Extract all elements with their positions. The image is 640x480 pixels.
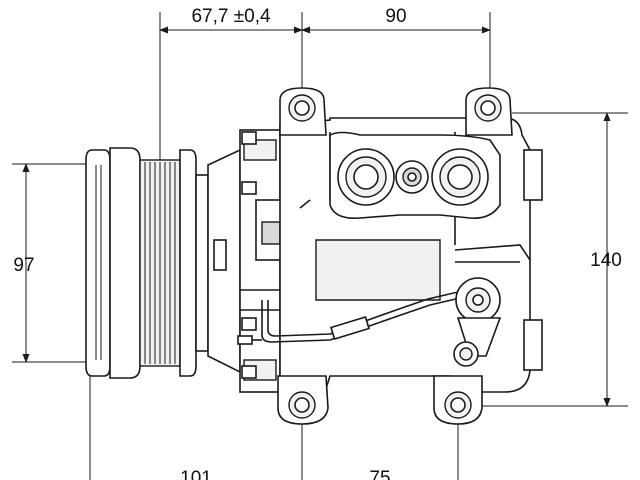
pulley [85,147,209,379]
dim-label-left-height: 97 [13,255,34,276]
dim-label-bottom-left: 101 [180,468,212,480]
mounting-ears [277,87,513,425]
dim-label-top-right: 90 [385,6,406,27]
wire-harness [237,291,461,345]
pulley-grooves [144,162,176,364]
dim-label-top-left: 67,7 ±0,4 [191,6,271,27]
housing-bolts [241,131,257,379]
dim-label-bottom-right: 75 [369,468,390,480]
pressure-switch [453,277,502,367]
front-housing [207,129,290,393]
dim-label-right-height: 140 [590,250,622,271]
port-block [329,131,501,220]
